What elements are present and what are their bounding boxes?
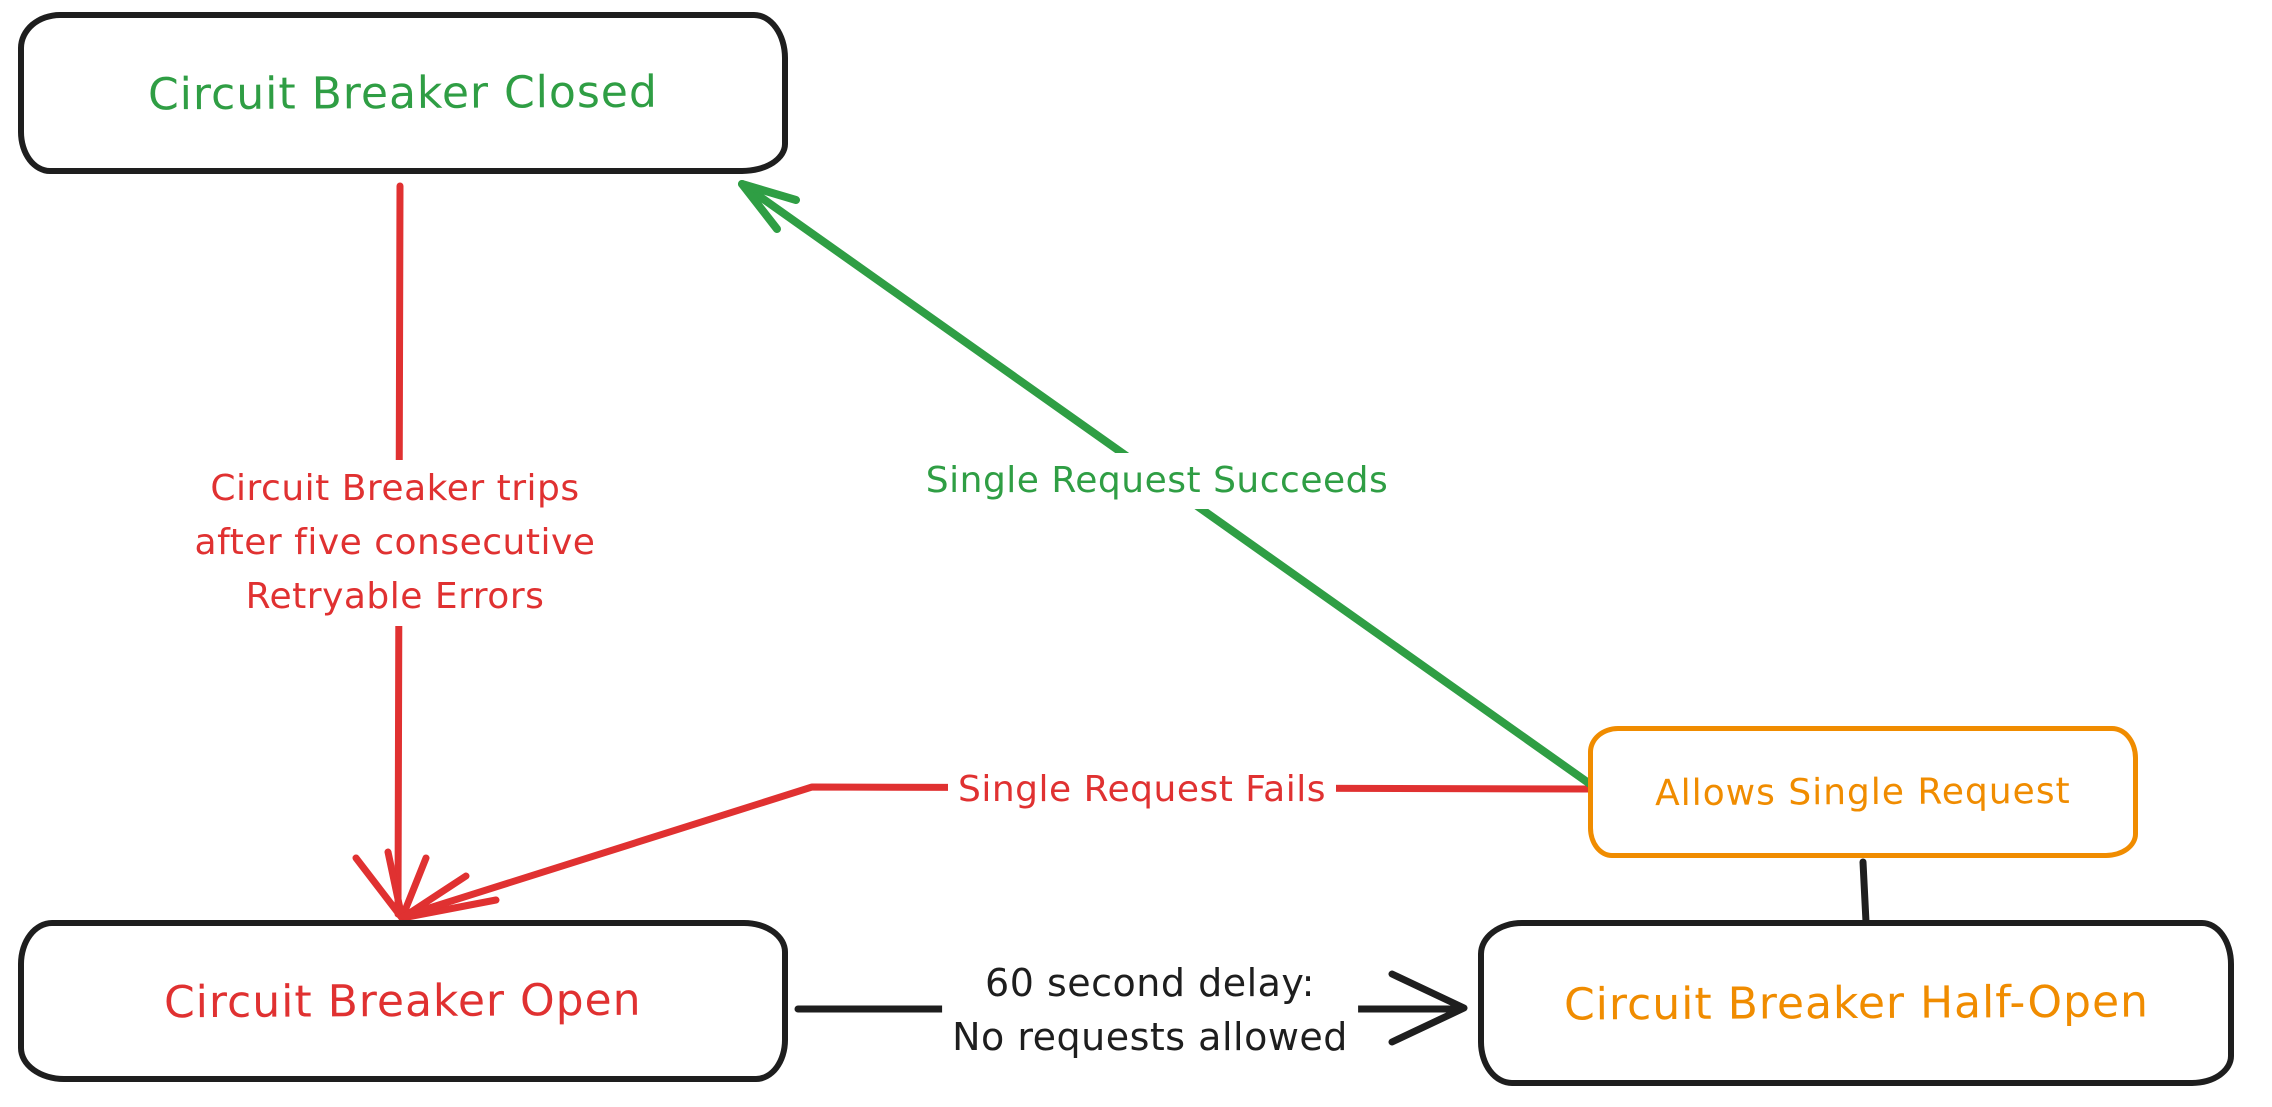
node-allows-single-request-label: Allows Single Request bbox=[1655, 770, 2071, 814]
edge-label-single-request-fails: Single Request Fails bbox=[947, 762, 1337, 818]
node-allows-single-request: Allows Single Request bbox=[1588, 726, 2138, 858]
node-circuit-breaker-open: Circuit Breaker Open bbox=[18, 920, 788, 1082]
node-circuit-breaker-closed-label: Circuit Breaker Closed bbox=[147, 66, 659, 120]
edge-succeeds-arrowhead bbox=[738, 180, 800, 233]
edge-label-delay-line2: No requests allowed bbox=[952, 1015, 1348, 1059]
edge-label-trip-line2: after five consecutive bbox=[194, 522, 596, 563]
edge-allows-connector bbox=[1859, 858, 1870, 926]
node-circuit-breaker-closed: Circuit Breaker Closed bbox=[18, 12, 788, 174]
edge-trip-arrowhead bbox=[342, 848, 500, 928]
edge-label-delay: 60 second delay: No requests allowed bbox=[942, 954, 1358, 1066]
edge-label-single-request-succeeds: Single Request Succeeds bbox=[915, 453, 1399, 509]
edge-label-trip-line3: Retryable Errors bbox=[245, 576, 545, 617]
edge-delay-arrowhead bbox=[1388, 970, 1468, 1046]
node-circuit-breaker-half-open: Circuit Breaker Half-Open bbox=[1478, 920, 2234, 1086]
node-circuit-breaker-open-label: Circuit Breaker Open bbox=[164, 974, 642, 1028]
node-circuit-breaker-half-open-label: Circuit Breaker Half-Open bbox=[1563, 975, 2149, 1031]
edge-label-trip: Circuit Breaker trips after five consecu… bbox=[184, 460, 606, 626]
edge-label-trip-line1: Circuit Breaker trips bbox=[210, 468, 580, 509]
edge-label-delay-line1: 60 second delay: bbox=[985, 961, 1315, 1005]
